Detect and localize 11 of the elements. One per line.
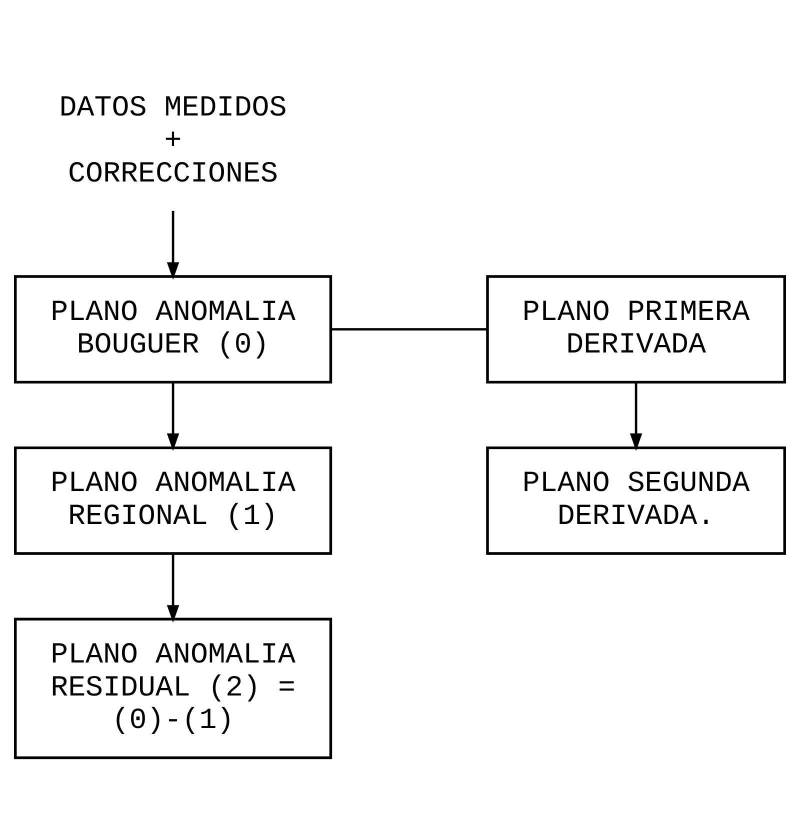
arrow bbox=[166, 382, 180, 451]
connector bbox=[331, 328, 488, 330]
node-box: PLANO SEGUNDA DERIVADA. bbox=[486, 446, 786, 555]
node-box: PLANO ANOMALIA REGIONAL (1) bbox=[14, 446, 332, 555]
node-text: DATOS MEDIDOS + CORRECCIONES bbox=[59, 92, 287, 190]
arrow bbox=[166, 554, 180, 623]
arrow bbox=[166, 210, 180, 280]
node-box: PLANO PRIMERA DERIVADA bbox=[486, 275, 786, 384]
arrow bbox=[630, 382, 642, 451]
node-box: PLANO ANOMALIA RESIDUAL (2) = (0)-(1) bbox=[14, 618, 332, 760]
node-box: PLANO ANOMALIA BOUGUER (0) bbox=[14, 275, 332, 384]
